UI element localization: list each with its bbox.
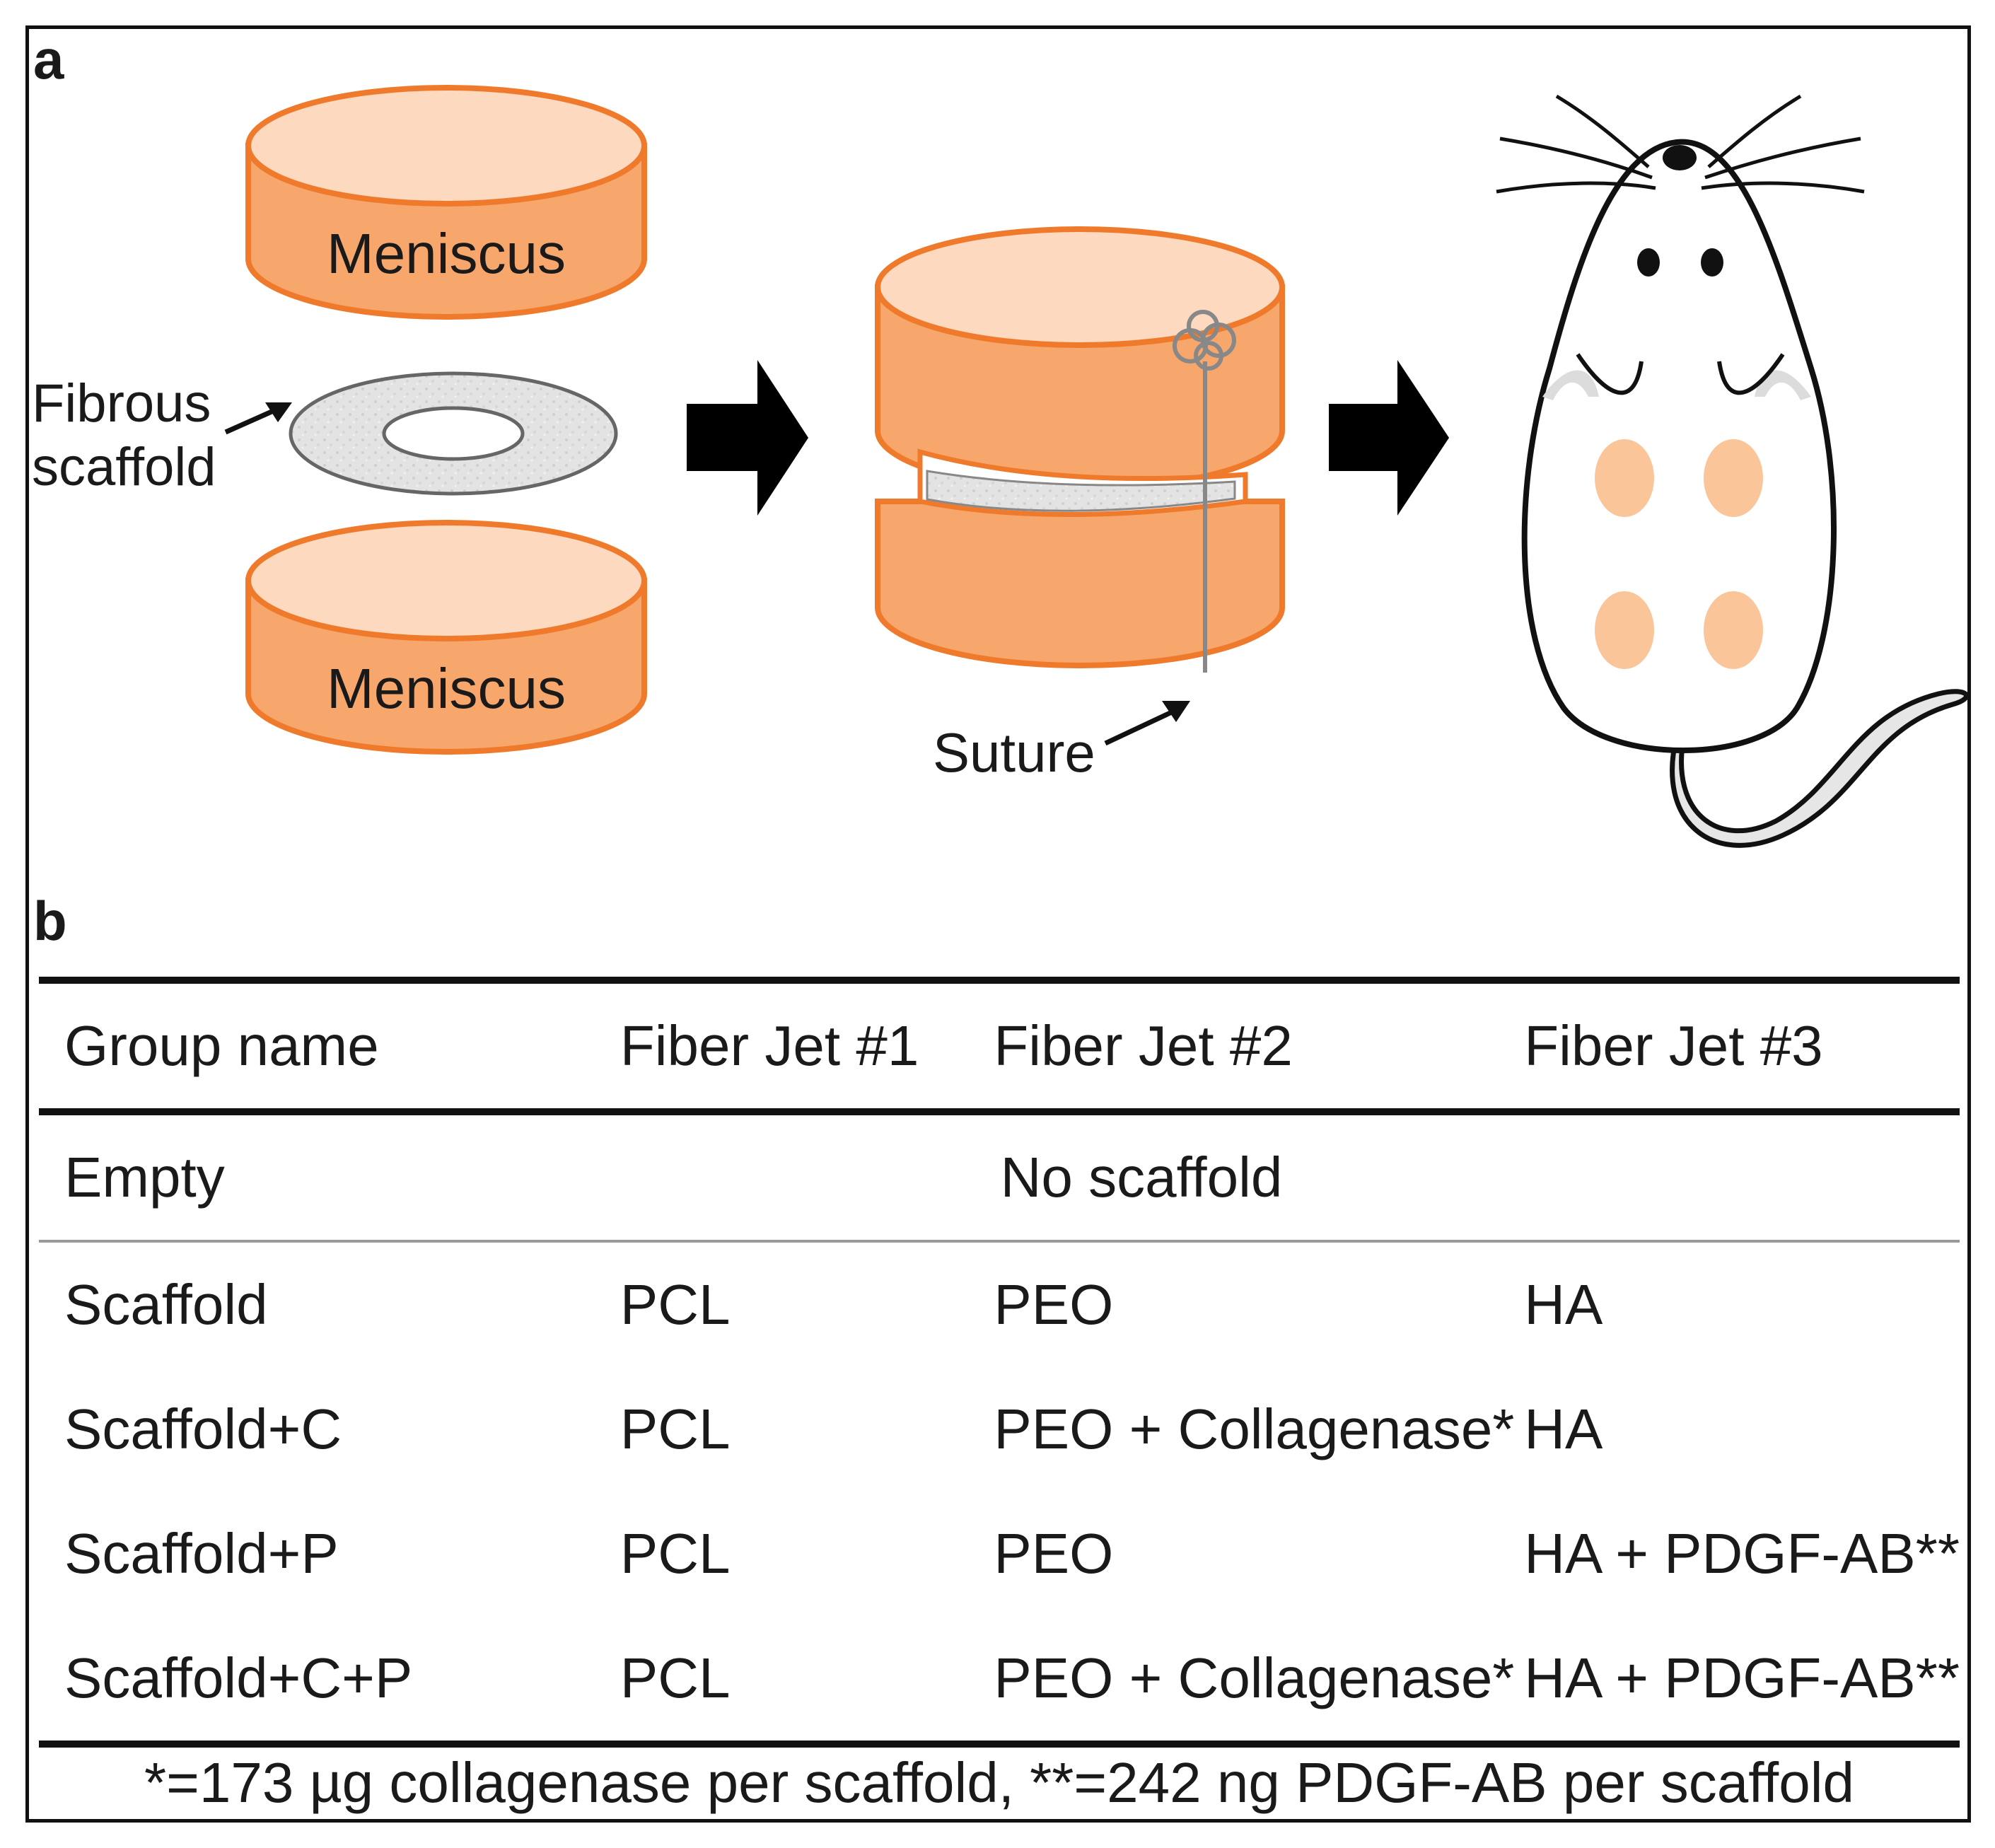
bottom-meniscus: Meniscus xyxy=(245,520,647,755)
cell-jet1: PCL xyxy=(620,1616,994,1748)
suture-knot xyxy=(1173,310,1236,371)
suture-label: Suture xyxy=(933,721,1095,784)
header-group-name: Group name xyxy=(39,977,620,1115)
suture-pointer-arrow xyxy=(1104,701,1190,746)
cell-jet3: HA xyxy=(1524,1397,1603,1460)
cell-jet3: HA + PDGF-AB** xyxy=(1524,1522,1960,1585)
panel-a-diagram: Meniscus Fibrous scaffold Meniscus xyxy=(32,85,1967,848)
table-row: Scaffold+P PCL PEO HA + PDGF-AB** xyxy=(39,1492,1960,1616)
cell-jet3: HA xyxy=(1524,1273,1603,1336)
cell-jet2: PEO + Collagenase* xyxy=(994,1397,1515,1460)
implant-site-4 xyxy=(1704,591,1763,669)
implant-site-3 xyxy=(1595,591,1654,669)
panel-a-letter: a xyxy=(33,28,64,91)
table-row: Scaffold+C PCL PEO + Collagenase* HA xyxy=(39,1367,1960,1492)
fibrous-pointer-arrow xyxy=(224,402,292,435)
mouse-illustration xyxy=(1496,94,1967,848)
meniscus-bottom-label: Meniscus xyxy=(327,657,566,720)
cell-jet1: PCL xyxy=(620,1273,731,1336)
implant-site-2 xyxy=(1704,439,1763,517)
table-header-row: Group name Fiber Jet #1 Fiber Jet #2 Fib… xyxy=(39,977,1960,1115)
cell-jet1: PCL xyxy=(620,1397,731,1460)
groups-table: Group name Fiber Jet #1 Fiber Jet #2 Fib… xyxy=(39,977,1960,1748)
figure: Meniscus Fibrous scaffold Meniscus xyxy=(25,25,1971,1823)
table-row: Scaffold+C+P PCL PEO + Collagenase* HA +… xyxy=(39,1616,1960,1748)
sutured-construct: Suture xyxy=(875,226,1285,784)
process-arrow-1 xyxy=(687,360,808,516)
cell-group: Scaffold+P xyxy=(64,1522,339,1585)
header-fiber-jet-2: Fiber Jet #2 xyxy=(994,977,1525,1115)
cell-jet2: PEO xyxy=(994,1273,1114,1336)
panel-b-letter: b xyxy=(33,890,67,952)
cell-no-scaffold: No scaffold xyxy=(620,1112,1960,1243)
fibrous-label-line1: Fibrous xyxy=(32,373,211,434)
cell-jet2: PEO + Collagenase* xyxy=(994,1616,1525,1748)
header-fiber-jet-1: Fiber Jet #1 xyxy=(620,977,994,1115)
fibrous-scaffold-ring xyxy=(289,371,618,496)
cell-group: Scaffold+C+P xyxy=(39,1616,620,1748)
header-fiber-jet-3: Fiber Jet #3 xyxy=(1524,977,1960,1115)
cell-group: Scaffold xyxy=(64,1273,268,1336)
cell-jet2: PEO xyxy=(994,1522,1114,1585)
process-arrow-2 xyxy=(1329,360,1449,516)
cell-group: Scaffold+C xyxy=(64,1397,342,1460)
meniscus-top-label: Meniscus xyxy=(327,222,566,285)
top-meniscus: Meniscus xyxy=(245,85,647,320)
cell-jet3: HA + PDGF-AB** xyxy=(1524,1616,1960,1748)
implant-site-1 xyxy=(1595,439,1654,517)
table-footnote: *=173 µg collagenase per scaffold, **=24… xyxy=(144,1751,1854,1814)
table-row-empty: Empty No scaffold xyxy=(39,1112,1960,1243)
cell-jet1: PCL xyxy=(620,1522,731,1585)
table-row: Scaffold PCL PEO HA xyxy=(39,1241,1960,1367)
fibrous-label-line2: scaffold xyxy=(32,437,216,497)
cell-group: Empty xyxy=(39,1112,620,1243)
